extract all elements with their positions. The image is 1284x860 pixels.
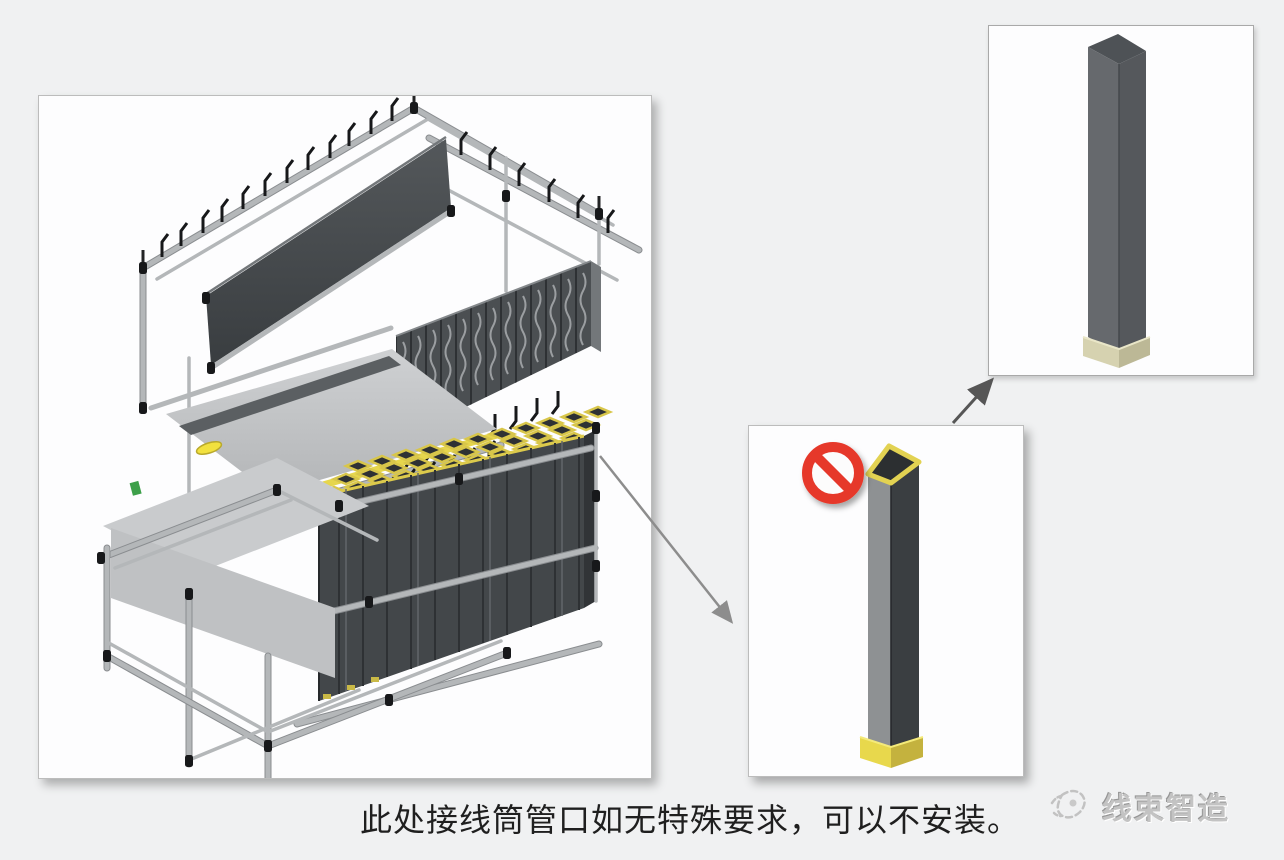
capped-tube-illustration bbox=[1082, 34, 1151, 368]
prohibition-icon bbox=[802, 442, 864, 504]
hanging-board bbox=[205, 135, 454, 371]
detail-panel-no-fitting bbox=[748, 425, 1024, 777]
tube-top-cap bbox=[1088, 34, 1146, 64]
assembly-rack-illustration bbox=[97, 96, 643, 778]
tube-body bbox=[868, 462, 919, 748]
tube-base bbox=[1082, 336, 1151, 368]
wire-tube-bank bbox=[293, 405, 612, 728]
tube-bottom-cap bbox=[859, 736, 924, 768]
watermark: 线束智造 bbox=[1048, 780, 1278, 832]
callout-arrow-to-plain-tube bbox=[951, 377, 995, 425]
main-illustration-panel bbox=[38, 95, 652, 779]
tube-body bbox=[1088, 47, 1146, 354]
sketch-globe-icon bbox=[1050, 789, 1086, 819]
detail-panel-plain-tube bbox=[988, 25, 1254, 376]
tube-open-top-rim bbox=[865, 443, 922, 486]
watermark-text: 线束智造 bbox=[1102, 793, 1230, 826]
open-tube-illustration bbox=[802, 442, 924, 768]
caption-text: 此处接线筒管口如无特殊要求，可以不安装。 bbox=[360, 802, 1021, 838]
